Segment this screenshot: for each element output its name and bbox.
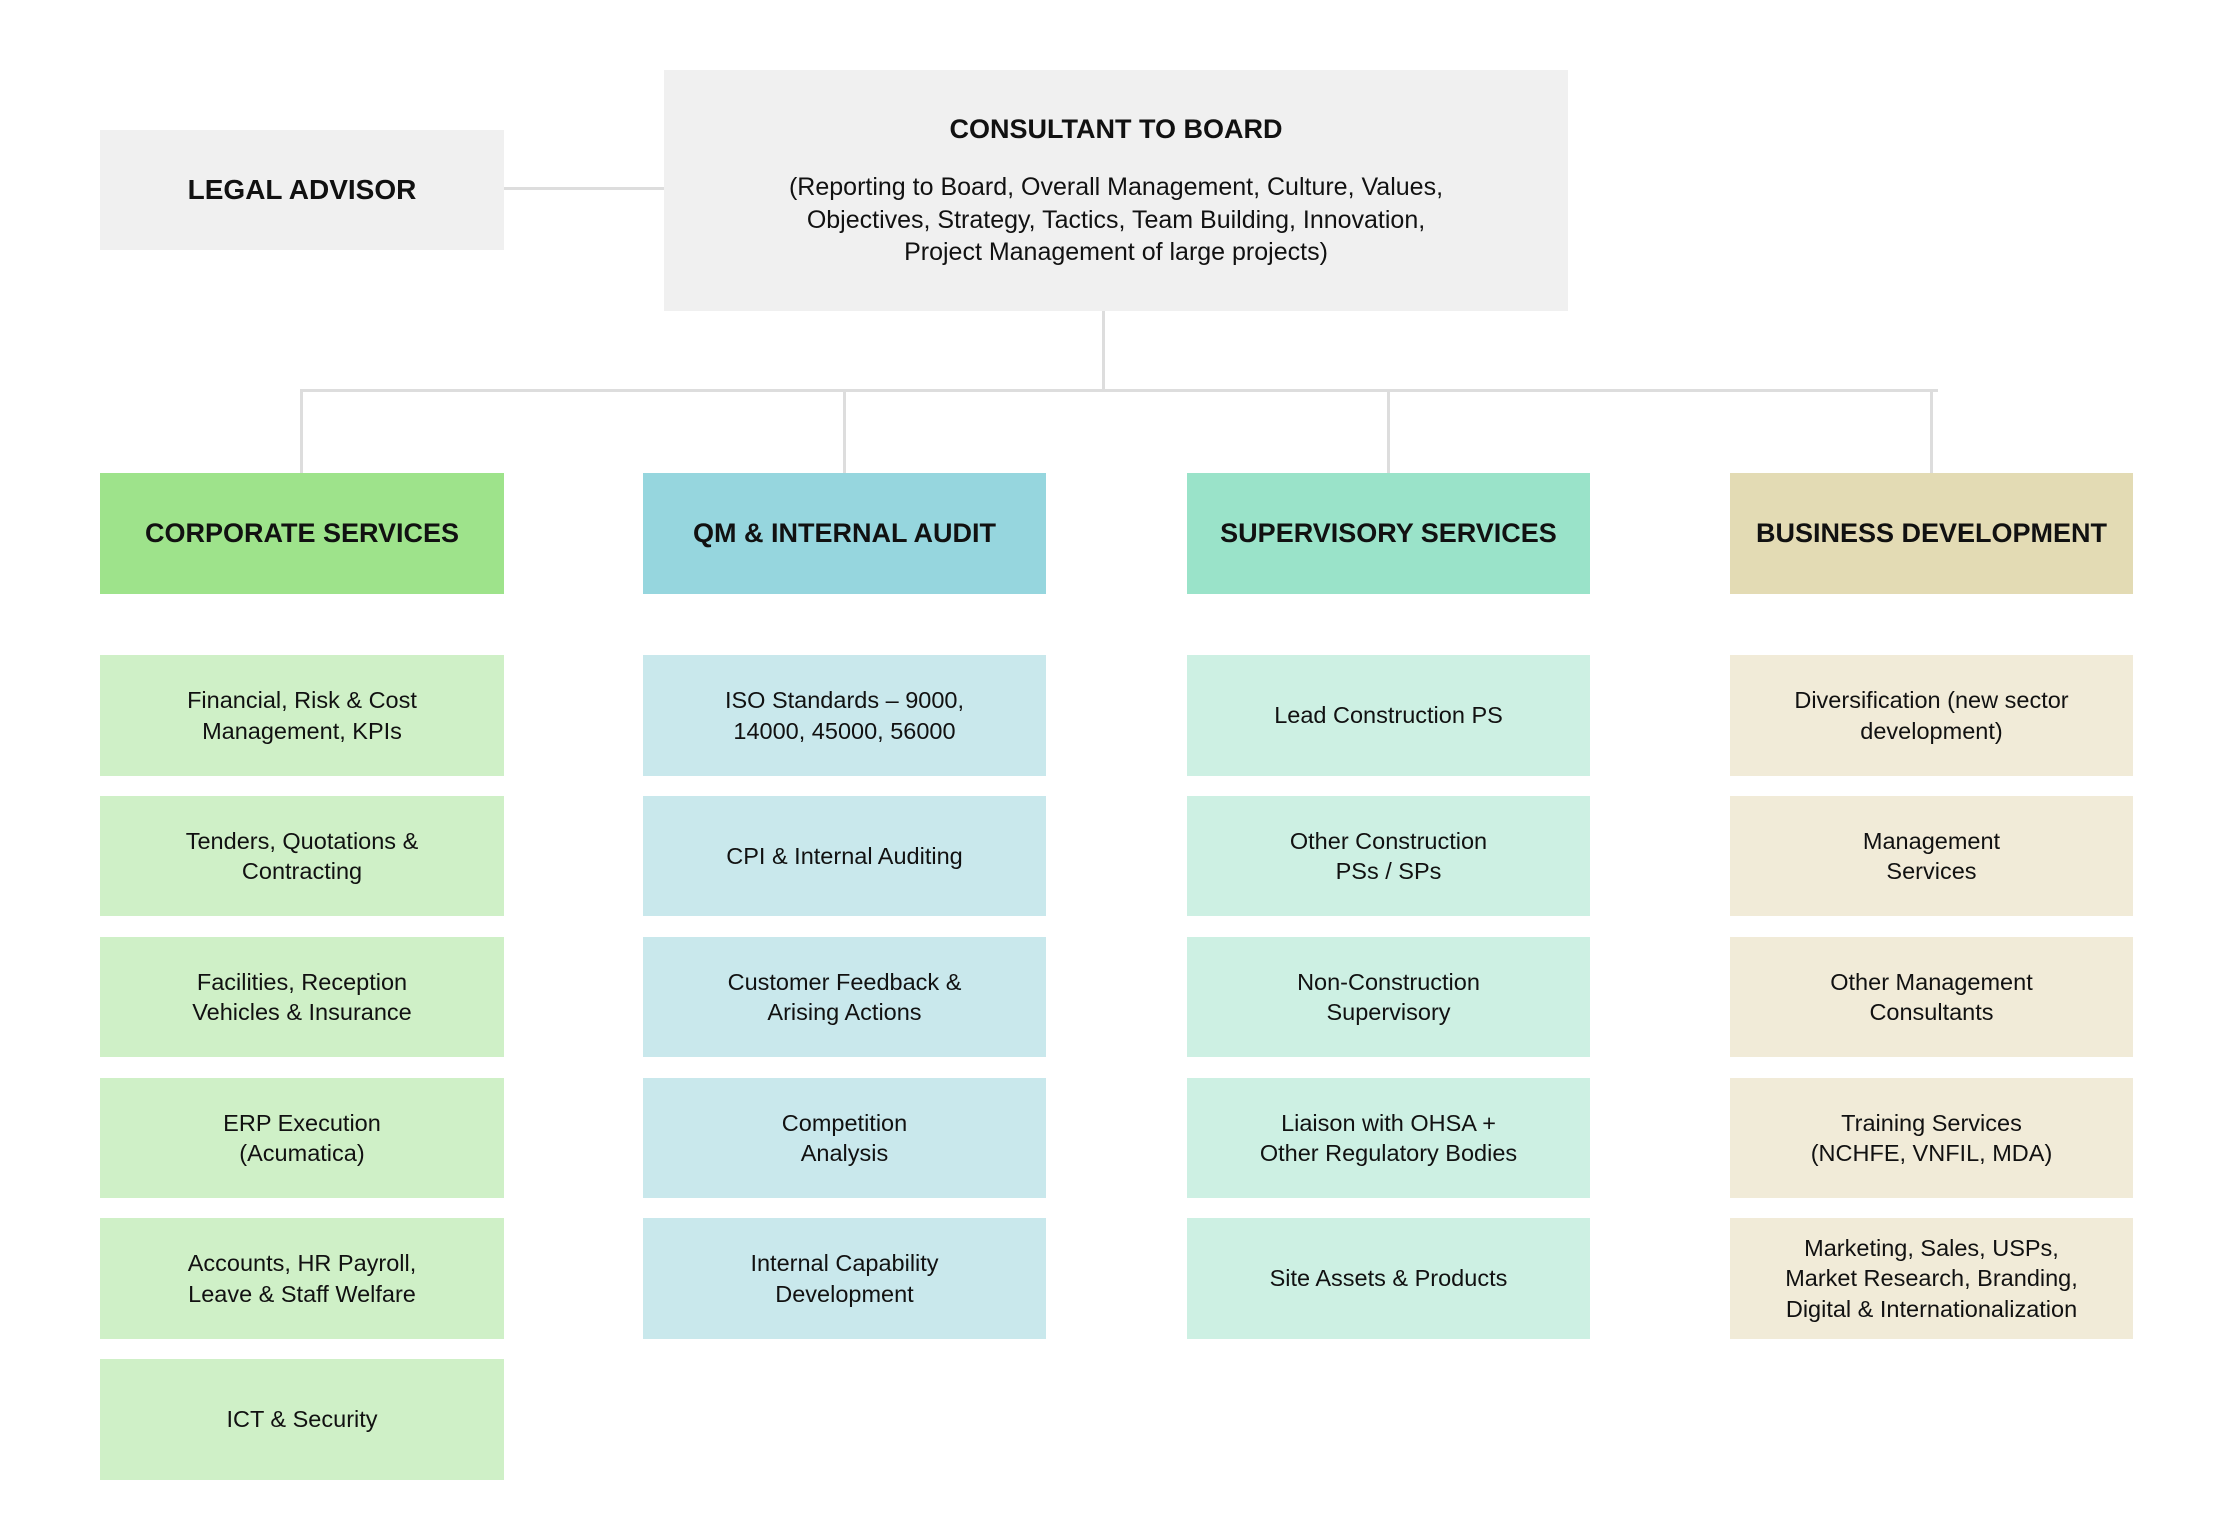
consultant-to-board-title: CONSULTANT TO BOARD: [949, 114, 1283, 145]
qm-item: ISO Standards – 9000, 14000, 45000, 5600…: [643, 655, 1046, 776]
supervisory-item: Non-Construction Supervisory: [1187, 937, 1590, 1057]
legal-advisor-box: LEGAL ADVISOR: [100, 130, 504, 250]
business-item: Other Management Consultants: [1730, 937, 2133, 1057]
horizontal-bus-connector: [300, 389, 1938, 392]
corporate-item: ERP Execution (Acumatica): [100, 1078, 504, 1198]
dept-header-business: BUSINESS DEVELOPMENT: [1730, 473, 2133, 594]
business-item: Training Services (NCHFE, VNFIL, MDA): [1730, 1078, 2133, 1198]
supervisory-item: Other Construction PSs / SPs: [1187, 796, 1590, 916]
qm-item: Competition Analysis: [643, 1078, 1046, 1198]
business-item: Management Services: [1730, 796, 2133, 916]
corporate-item: Tenders, Quotations & Contracting: [100, 796, 504, 916]
qm-item: CPI & Internal Auditing: [643, 796, 1046, 916]
dept-header-supervisory: SUPERVISORY SERVICES: [1187, 473, 1590, 594]
business-item: Marketing, Sales, USPs, Market Research,…: [1730, 1218, 2133, 1339]
supervisory-drop-connector: [1387, 389, 1390, 473]
supervisory-item: Lead Construction PS: [1187, 655, 1590, 776]
supervisory-item: Site Assets & Products: [1187, 1218, 1590, 1339]
qm-drop-connector: [843, 389, 846, 473]
consultant-to-board-box: CONSULTANT TO BOARD (Reporting to Board,…: [664, 70, 1568, 311]
consultant-to-board-description: (Reporting to Board, Overall Management,…: [788, 173, 1444, 267]
corporate-drop-connector: [300, 389, 303, 473]
qm-item: Customer Feedback & Arising Actions: [643, 937, 1046, 1057]
corporate-item: Facilities, Reception Vehicles & Insuran…: [100, 937, 504, 1057]
legal-connector: [504, 187, 664, 190]
corporate-item: Accounts, HR Payroll, Leave & Staff Welf…: [100, 1218, 504, 1339]
business-drop-connector: [1930, 389, 1933, 473]
dept-header-qm: QM & INTERNAL AUDIT: [643, 473, 1046, 594]
top-stem-connector: [1102, 311, 1105, 391]
supervisory-item: Liaison with OHSA + Other Regulatory Bod…: [1187, 1078, 1590, 1198]
dept-header-corporate: CORPORATE SERVICES: [100, 473, 504, 594]
corporate-item: Financial, Risk & Cost Management, KPIs: [100, 655, 504, 776]
corporate-item: ICT & Security: [100, 1359, 504, 1480]
business-item: Diversification (new sector development): [1730, 655, 2133, 776]
qm-item: Internal Capability Development: [643, 1218, 1046, 1339]
